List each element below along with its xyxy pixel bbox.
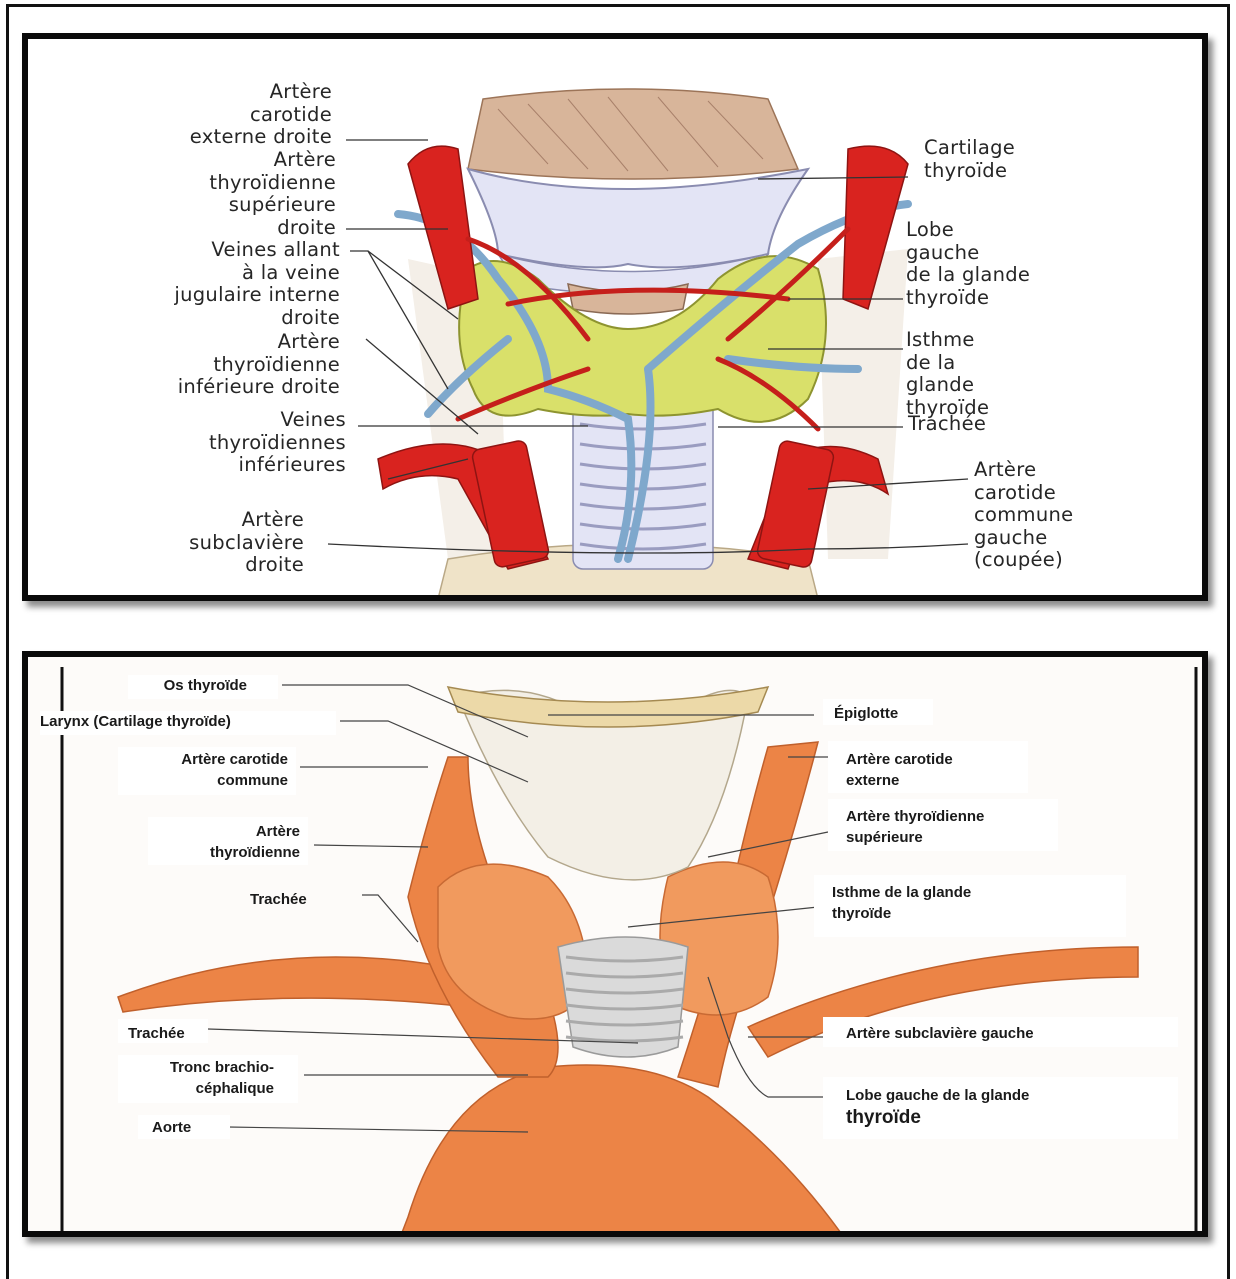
label-trachee: Trachée: [908, 413, 986, 436]
label-trachee-lower: Trachée: [128, 1023, 185, 1044]
label-subclaviere-gauche: Artère subclavière gauche: [846, 1023, 1034, 1044]
thyroid-cartilage: [468, 169, 808, 267]
label-larynx: Larynx (Cartilage thyroïde): [40, 711, 231, 732]
thyroid-photo-illustration: [28, 657, 1208, 1237]
label-epiglotte: Épiglotte: [834, 703, 898, 724]
label-tronc-brachio: Tronc brachio-céphalique: [170, 1057, 274, 1099]
label-aorte: Aorte: [152, 1117, 191, 1138]
bottom-figure-frame: Os thyroïde Larynx (Cartilage thyroïde) …: [22, 651, 1208, 1237]
label-trachee-upper: Trachée: [250, 889, 307, 910]
label-os-thyroide: Os thyroïde: [164, 675, 247, 696]
hyoid-muscle: [468, 89, 798, 179]
